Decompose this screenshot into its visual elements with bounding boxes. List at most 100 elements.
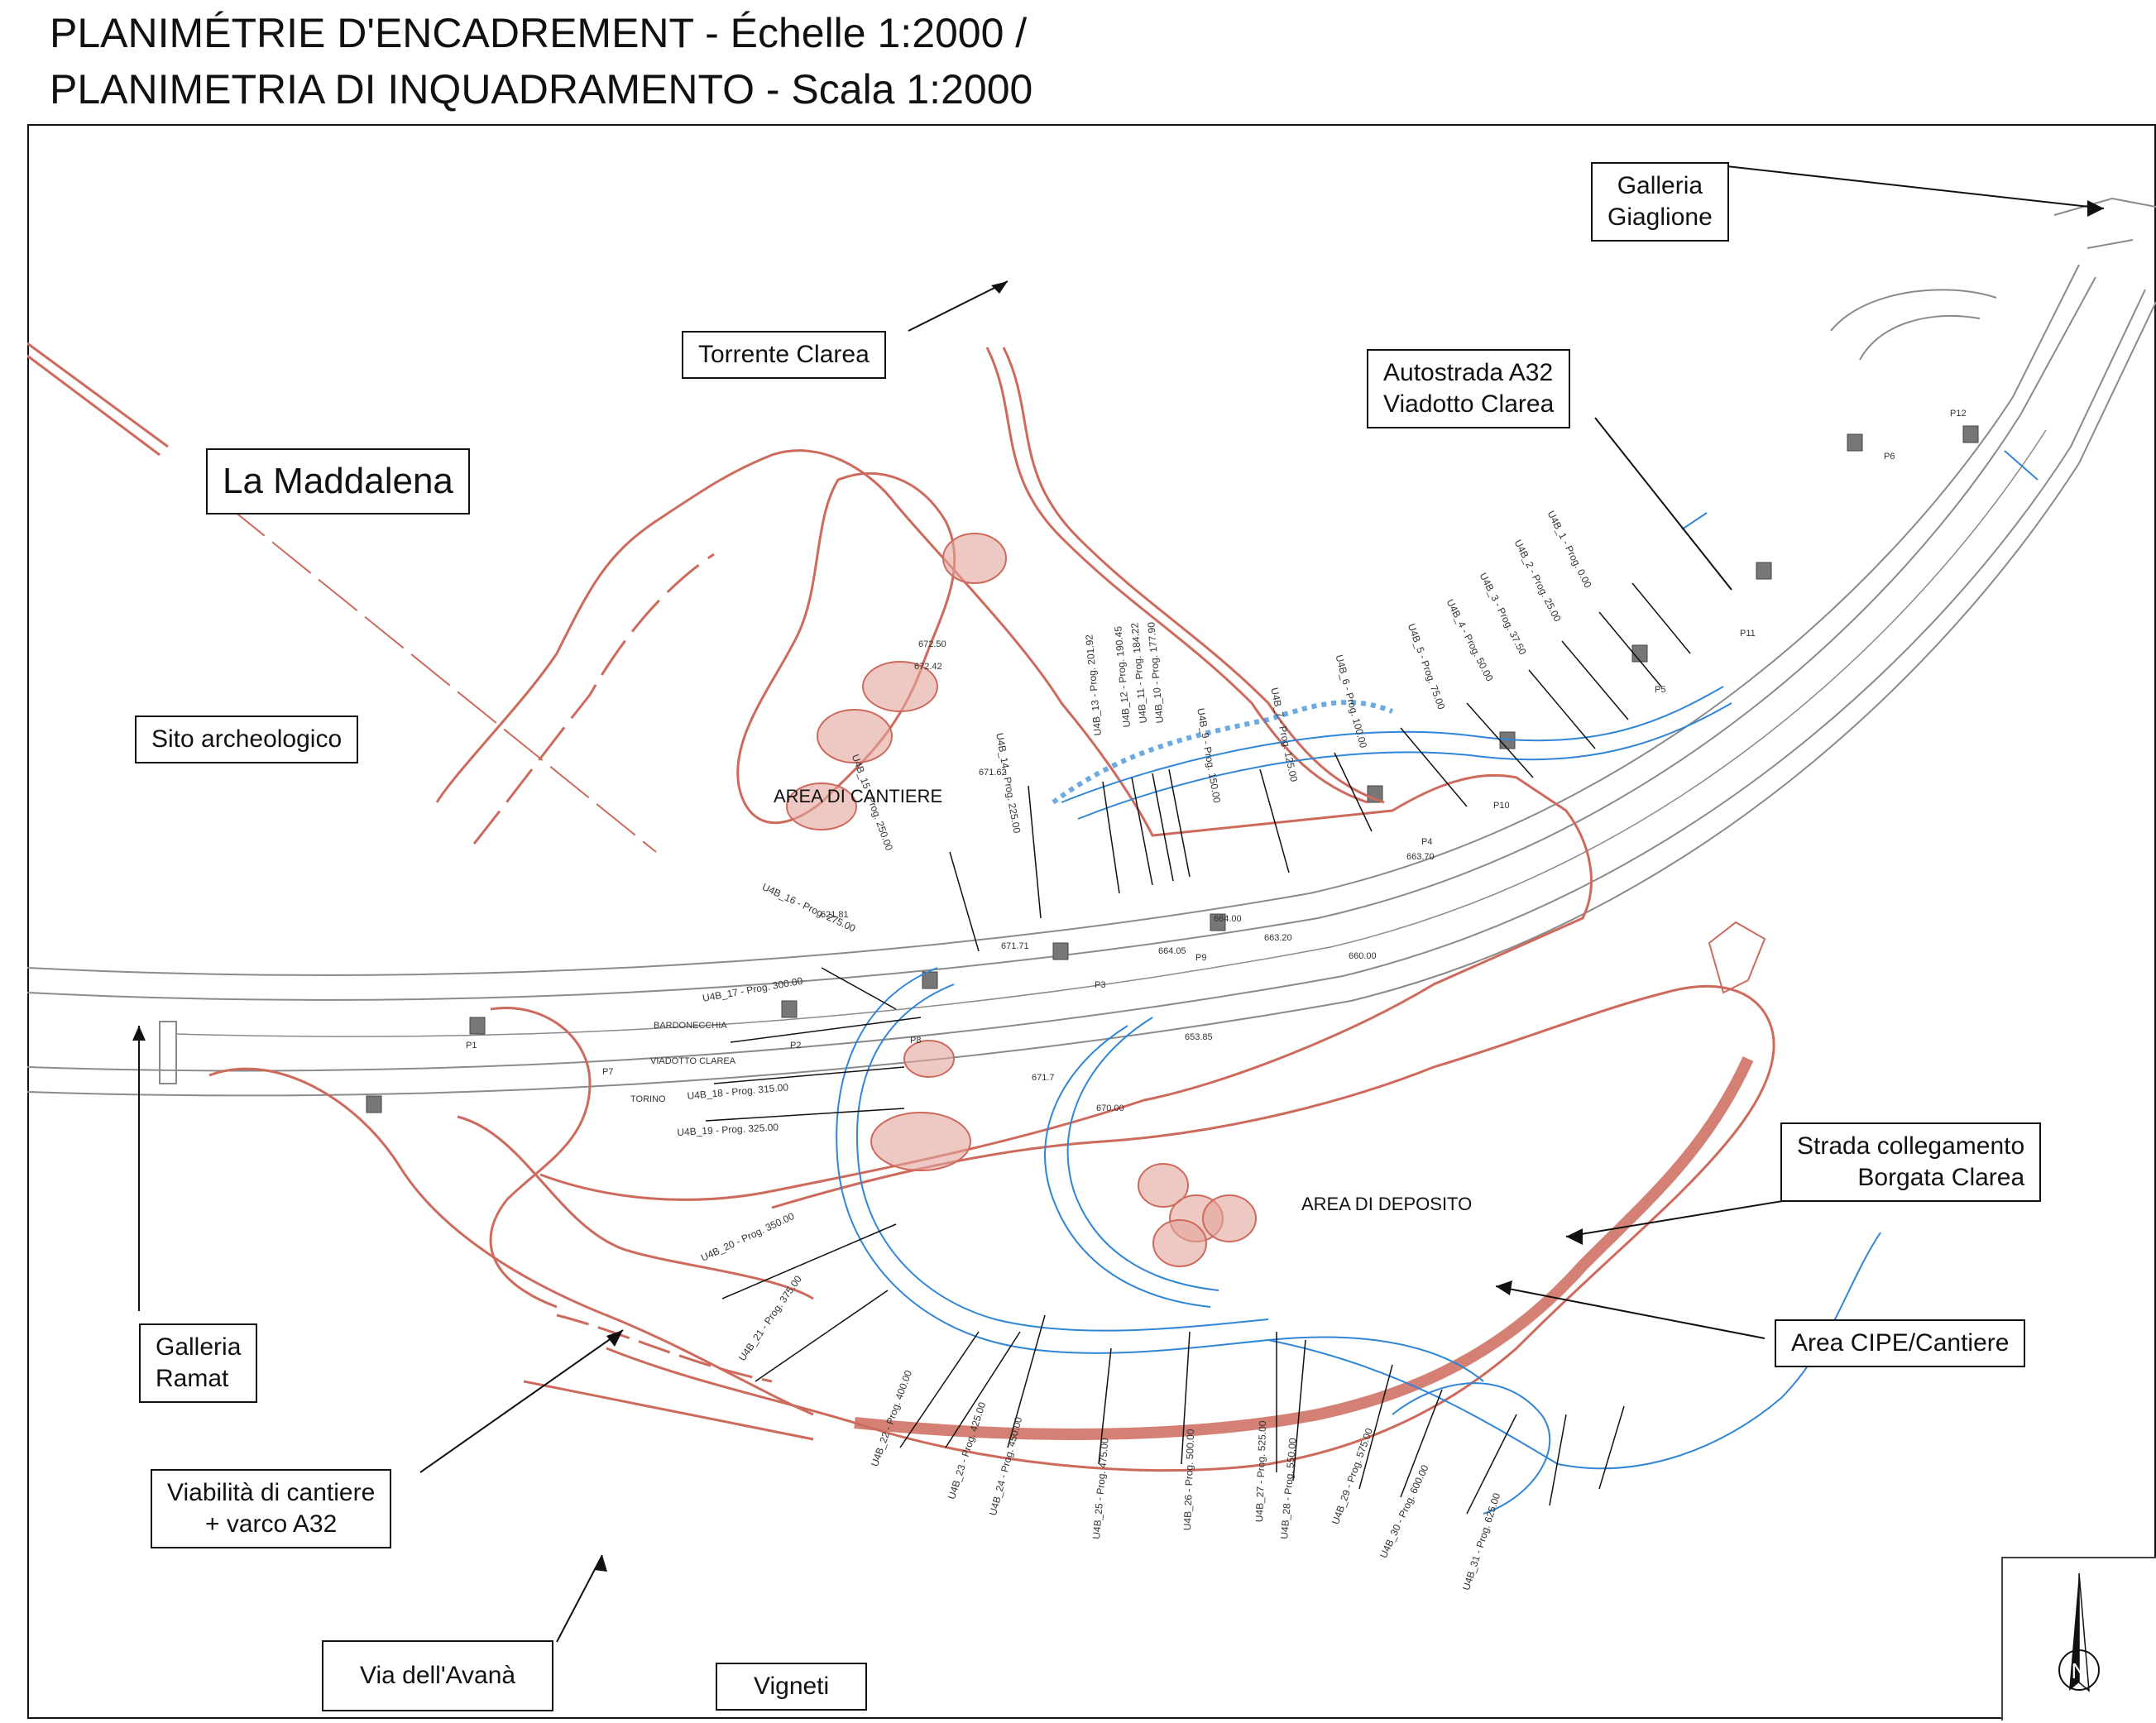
- elevation-5: 671.7: [1032, 1073, 1055, 1083]
- leader-arrowheads: [132, 200, 2104, 1572]
- label-torrente-clarea: Torrente Clarea: [682, 331, 886, 379]
- pier-label-p2: P2: [790, 1041, 802, 1051]
- drain-upper-2: [1077, 702, 1732, 820]
- deposit-cell-1: [1138, 1163, 1189, 1208]
- road-left-top-2: [27, 354, 161, 457]
- elevation-6: 664.00: [1214, 914, 1242, 924]
- construction-area: [208, 347, 1775, 1472]
- label-sito-archeologico: Sito archeologico: [135, 716, 359, 763]
- road-left-top-1: [27, 342, 169, 448]
- pier-label-p6: P6: [1884, 452, 1895, 462]
- map-title-italian: PLANIMETRIA DI INQUADRAMENTO - Scala 1:2…: [50, 66, 1033, 112]
- elevation-12: 670.00: [1096, 1103, 1124, 1113]
- label-strada-collegamento: Strada collegamento Borgata Clarea: [1780, 1122, 2042, 1202]
- north-arrow-box: N: [2001, 1557, 2156, 1721]
- shape-right-edge: [1708, 921, 1766, 994]
- a32-median: [175, 429, 2047, 1037]
- a32-edge-1: [27, 264, 2080, 976]
- pier-label-p7: P7: [602, 1067, 614, 1077]
- sign-bardonecchia: BARDONECCHIA: [654, 1021, 727, 1031]
- cantiere-outline: [435, 449, 1593, 1201]
- drain-hook: [1392, 1382, 1551, 1515]
- elevation-3: 671.62: [979, 768, 1007, 778]
- label-vigneti: Vigneti: [716, 1663, 868, 1711]
- north-letter: N: [2072, 1658, 2087, 1683]
- a32-edge-4: [27, 301, 2156, 1097]
- deposito-outline: [606, 984, 1775, 1472]
- elevation-7: 664.05: [1158, 946, 1186, 956]
- section-lines: [705, 582, 1691, 1515]
- label-viabilita-line1: Viabilità di cantiere: [167, 1479, 376, 1506]
- pit-cell-6: [903, 1040, 955, 1078]
- ramp-top-right: [1830, 289, 1997, 361]
- elevation-11: 653.85: [1185, 1032, 1213, 1042]
- cantiere-dashed: [472, 553, 715, 845]
- label-galleria-giaglione-line2: Giaglione: [1607, 203, 1713, 231]
- pier-label-p11: P11: [1740, 629, 1756, 639]
- access-road-switchback-2: [489, 1007, 592, 1309]
- pier-label-p9: P9: [1195, 953, 1207, 963]
- label-galleria-giaglione: Galleria Giaglione: [1591, 162, 1729, 242]
- road-from-torrente-2: [1002, 347, 1385, 804]
- drain-p12-link: [1681, 450, 2039, 530]
- access-road-switchback-1: [208, 1067, 814, 1416]
- pit-cell-2: [862, 661, 938, 712]
- access-road-switchback-3: [457, 1115, 814, 1300]
- label-via-avana: Via dell'Avanà: [322, 1640, 554, 1711]
- label-area-cipe: Area CIPE/Cantiere: [1775, 1319, 2026, 1367]
- pier-markers: [366, 425, 1979, 1113]
- north-arrow-icon: N: [2058, 1572, 2100, 1692]
- access-road-lower: [523, 1380, 814, 1441]
- label-autostrada-a32: Autostrada A32 Viadotto Clarea: [1367, 349, 1571, 428]
- a32-edge-3: [27, 289, 2146, 1072]
- label-galleria-giaglione-line1: Galleria: [1617, 172, 1703, 199]
- pier-label-p1: P1: [466, 1041, 477, 1051]
- slope-fills: [786, 533, 1257, 1267]
- sign-torino: TORINO: [630, 1094, 666, 1104]
- drain-arc-3: [1044, 1025, 1211, 1308]
- drain-arc-4: [1066, 1017, 1219, 1291]
- pit-cell-3: [817, 709, 893, 763]
- map-frame: [27, 124, 2156, 1719]
- road-from-torrente-1: [985, 347, 1368, 804]
- pier-label-p4: P4: [1421, 837, 1433, 847]
- sign-viadotto-clarea: VIADOTTO CLAREA: [650, 1056, 736, 1066]
- a32-edge-2: [27, 276, 2096, 1001]
- label-galleria-ramat-line2: Ramat: [156, 1365, 229, 1392]
- elevation-9: 663.20: [1264, 933, 1292, 943]
- pit-cell-1: [942, 533, 1007, 584]
- planimetry-drawing: [27, 124, 2156, 1719]
- elevation-1: 672.50: [918, 639, 946, 649]
- elevation-4: 671.71: [1001, 941, 1029, 951]
- label-galleria-ramat: Galleria Ramat: [139, 1323, 258, 1403]
- label-autostrada-line1: Autostrada A32: [1383, 359, 1554, 386]
- drain-arc-1: [836, 967, 1484, 1382]
- label-area-di-cantiere: AREA DI CANTIERE: [774, 786, 943, 806]
- label-strada-line2: Borgata Clarea: [1857, 1164, 2025, 1191]
- galleria-ramat-portal: [159, 1021, 177, 1084]
- map-title-french: PLANIMÉTRIE D'ENCADREMENT - Échelle 1:20…: [50, 10, 1028, 56]
- label-strada-line1: Strada collegamento: [1797, 1132, 2025, 1160]
- elevation-8: 663.70: [1406, 852, 1435, 862]
- deposit-cell-3: [1202, 1194, 1257, 1242]
- existing-features: [27, 197, 2156, 1097]
- label-galleria-ramat-line1: Galleria: [156, 1333, 242, 1361]
- pier-label-p12: P12: [1950, 409, 1967, 419]
- elevation-13: 621.81: [821, 910, 849, 920]
- label-viabilita-line2: + varco A32: [204, 1510, 338, 1538]
- label-viabilita-cantiere: Viabilità di cantiere + varco A32: [151, 1469, 392, 1548]
- drain-arc-2: [856, 984, 1269, 1332]
- galleria-giaglione-portal: [2053, 197, 2156, 249]
- label-area-di-deposito: AREA DI DEPOSITO: [1301, 1194, 1473, 1214]
- drain-upper-1: [1061, 686, 1724, 803]
- pier-label-p3: P3: [1095, 980, 1106, 990]
- access-road-dashed: [556, 1314, 773, 1383]
- label-autostrada-line2: Viadotto Clarea: [1383, 390, 1555, 418]
- elevation-2: 672.42: [914, 662, 942, 672]
- strada-collegamento-band: [854, 1056, 1754, 1440]
- pier-label-p5: P5: [1655, 685, 1666, 695]
- deposit-cell-4: [1152, 1219, 1207, 1267]
- road-left-diagonal: [225, 504, 657, 853]
- pier-label-p10: P10: [1493, 801, 1510, 811]
- elevation-10: 660.00: [1349, 951, 1377, 961]
